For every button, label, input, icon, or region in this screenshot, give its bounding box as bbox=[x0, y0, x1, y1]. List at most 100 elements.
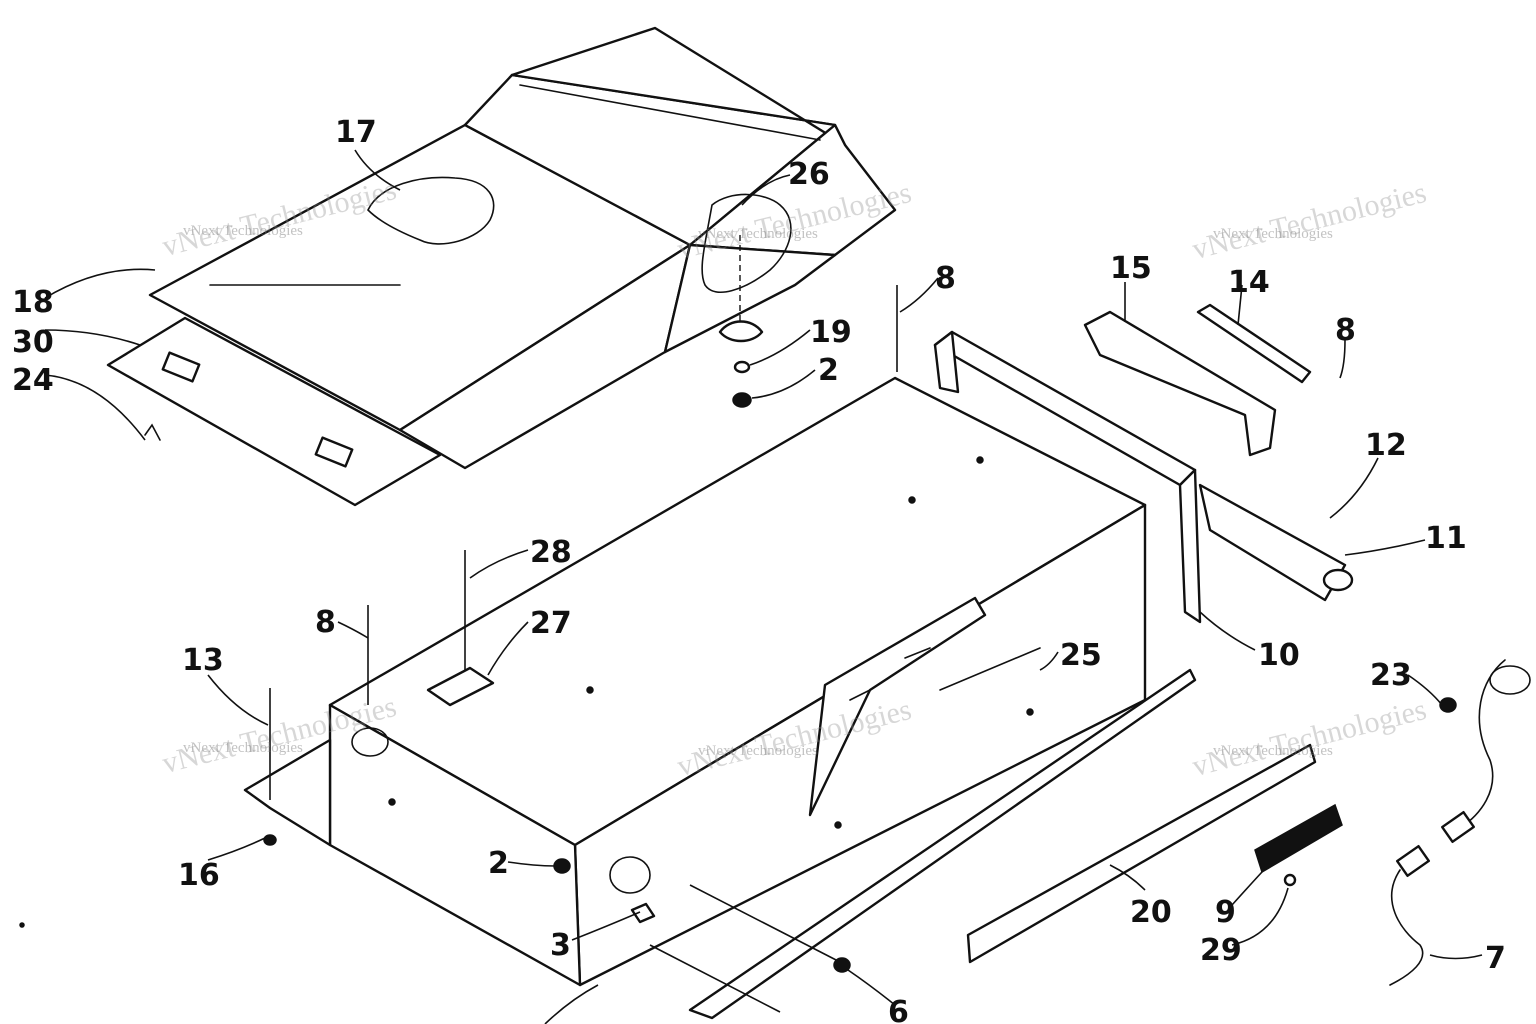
connector bbox=[1395, 844, 1431, 878]
leader-26 bbox=[741, 174, 791, 206]
leader-2b bbox=[507, 861, 556, 867]
grab-bar-end bbox=[1322, 568, 1354, 592]
rivet bbox=[834, 821, 842, 829]
lower-runner bbox=[688, 668, 1197, 1020]
tub-front-hole bbox=[609, 856, 651, 894]
seat-patch-outline bbox=[367, 176, 495, 245]
tub-side-hole bbox=[351, 727, 389, 757]
leader-19 bbox=[749, 329, 811, 366]
rear-frame-left bbox=[933, 330, 960, 394]
rear-frame-upright bbox=[1178, 468, 1202, 624]
callout-23: 23 bbox=[1370, 658, 1412, 693]
leader-lines bbox=[44, 149, 1483, 1024]
taillight bbox=[1254, 803, 1343, 874]
callout-2-lower: 2 bbox=[488, 846, 509, 881]
leader-6 bbox=[847, 969, 896, 1006]
leader-3 bbox=[571, 911, 641, 941]
callout-8-top: 8 bbox=[935, 261, 956, 296]
callout-25: 25 bbox=[1060, 638, 1102, 673]
leader-7 bbox=[1429, 954, 1483, 960]
callout-14: 14 bbox=[1228, 265, 1270, 300]
callout-28: 28 bbox=[530, 535, 572, 570]
nut bbox=[553, 858, 571, 874]
nut bbox=[833, 957, 851, 973]
callout-18: 18 bbox=[12, 285, 54, 320]
seat-assembly bbox=[106, 26, 897, 507]
bolt bbox=[689, 884, 841, 963]
seat-hump-side bbox=[688, 123, 897, 257]
wiring-harness bbox=[1459, 659, 1506, 829]
callout-29: 29 bbox=[1200, 933, 1242, 968]
callout-numbers: 17 2 6 18 30 24 19 2 8 15 14 8 12 11 10 2… bbox=[12, 115, 1506, 1024]
rivet bbox=[908, 496, 916, 504]
trim-strip bbox=[966, 743, 1317, 964]
leader-9 bbox=[1231, 871, 1263, 906]
lamp-socket bbox=[1489, 665, 1531, 695]
seat-seam bbox=[519, 84, 821, 141]
grommet bbox=[1439, 697, 1457, 713]
leader-16 bbox=[207, 837, 266, 861]
callout-9: 9 bbox=[1215, 895, 1236, 930]
leader-28 bbox=[469, 549, 529, 579]
leader-23 bbox=[1407, 674, 1443, 706]
callout-8-left: 8 bbox=[315, 605, 336, 640]
callout-2-upper: 2 bbox=[818, 353, 839, 388]
callout-30: 30 bbox=[12, 325, 54, 360]
callout-20: 20 bbox=[1130, 895, 1172, 930]
leader-18 bbox=[44, 268, 156, 299]
seat-hump-front bbox=[663, 243, 837, 354]
nut bbox=[732, 392, 752, 408]
leader-14 bbox=[1237, 284, 1243, 326]
handle-pad bbox=[1196, 303, 1312, 384]
rivet bbox=[1026, 708, 1034, 716]
leader-13 bbox=[207, 674, 269, 726]
callout-12: 12 bbox=[1365, 428, 1407, 463]
base-plate-hole bbox=[314, 436, 354, 468]
callout-11: 11 bbox=[1425, 521, 1467, 556]
callout-17: 17 bbox=[335, 115, 377, 150]
side-decal bbox=[808, 596, 987, 817]
stray-dot bbox=[19, 922, 25, 928]
callout-6: 6 bbox=[888, 995, 909, 1024]
tub-bottom-flange bbox=[243, 738, 332, 847]
callout-10: 10 bbox=[1258, 638, 1300, 673]
callout-13: 13 bbox=[182, 643, 224, 678]
mount-bracket bbox=[426, 666, 495, 707]
leader-30 bbox=[44, 329, 141, 346]
leader-20 bbox=[1109, 864, 1146, 891]
callout-16: 16 bbox=[178, 858, 220, 893]
seat-latch bbox=[144, 423, 161, 441]
rivet bbox=[586, 686, 594, 694]
leader-10 bbox=[1199, 611, 1256, 651]
leader-2a bbox=[751, 369, 816, 399]
leader-17 bbox=[354, 149, 401, 191]
leader-8a bbox=[899, 277, 939, 313]
bolt bbox=[649, 944, 781, 1013]
callout-27: 27 bbox=[530, 606, 572, 641]
callout-3: 3 bbox=[550, 928, 571, 963]
connector bbox=[1440, 810, 1476, 844]
grab-bar bbox=[1198, 483, 1347, 602]
leader-8c bbox=[337, 621, 369, 639]
base-plate-hole bbox=[161, 351, 201, 383]
seat-decal-outline bbox=[701, 193, 792, 293]
screw bbox=[1283, 873, 1297, 887]
clip bbox=[630, 902, 656, 924]
callout-15: 15 bbox=[1110, 251, 1152, 286]
decal-lettering bbox=[849, 647, 1041, 701]
callout-19: 19 bbox=[810, 315, 852, 350]
body-tub bbox=[243, 285, 1531, 1020]
leader-8b bbox=[1339, 339, 1346, 379]
leader-25 bbox=[1039, 651, 1059, 671]
leader-11 bbox=[1344, 539, 1426, 556]
leader-29 bbox=[1231, 887, 1289, 946]
leader-27 bbox=[487, 621, 529, 676]
wiring-harness bbox=[1389, 869, 1424, 986]
rivet bbox=[388, 798, 396, 806]
rear-handle bbox=[1083, 310, 1277, 457]
rivet bbox=[976, 456, 984, 464]
leader-tub bbox=[544, 984, 599, 1024]
callout-24: 24 bbox=[12, 363, 54, 398]
leader-24 bbox=[44, 374, 146, 441]
